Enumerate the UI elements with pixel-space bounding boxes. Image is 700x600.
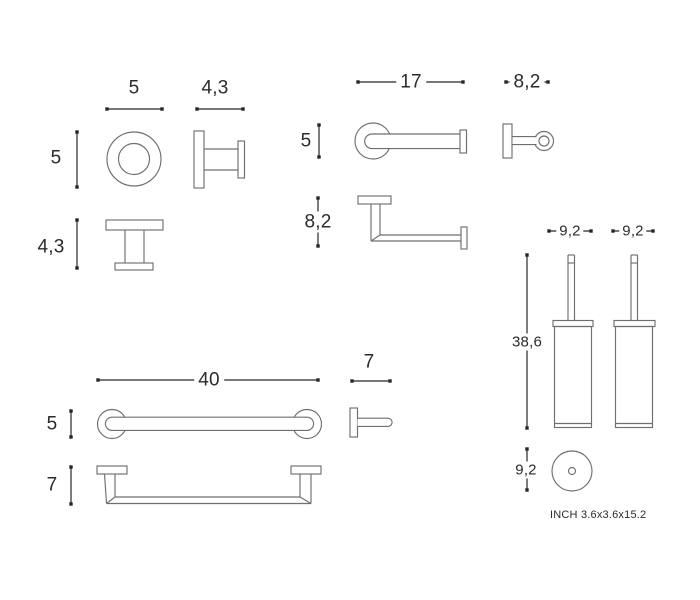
towel-bar-side-view — [349, 407, 393, 438]
paper-holder-top-view — [357, 195, 468, 250]
towel-bar-top-view — [96, 465, 322, 505]
dim-label-hook-depth: 4,3 — [197, 77, 233, 99]
dim-label-brush-side-width: 9,2 — [619, 222, 647, 240]
dim-label-hook-height: 5 — [46, 147, 66, 169]
brush-front-view — [552, 254, 594, 429]
dim-label-towel-height: 5 — [42, 413, 62, 435]
dim-label-paper-width: 17 — [396, 71, 426, 93]
paper-holder-front-view — [354, 122, 468, 160]
dim-label-brush-base-diameter: 9,2 — [512, 461, 540, 479]
hook-top-view — [105, 219, 164, 271]
brush-side-view — [613, 254, 656, 429]
hook-front-view — [106, 131, 162, 187]
dim-label-paper-depth: 8,2 — [509, 71, 545, 93]
paper-holder-side-view — [502, 123, 555, 159]
dim-label-towel-depth: 7 — [359, 351, 379, 373]
towel-bar-front-view — [96, 408, 323, 440]
dim-label-hook-top-depth: 4,3 — [33, 236, 69, 258]
dim-label-brush-height: 38,6 — [509, 333, 545, 351]
dim-label-brush-front-width: 9,2 — [556, 222, 584, 240]
dim-label-paper-height: 5 — [296, 130, 316, 152]
inch-size-note: INCH 3.6x3.6x15.2 — [550, 509, 647, 521]
brush-top-view — [551, 450, 593, 492]
dim-label-towel-width: 40 — [194, 369, 224, 391]
dim-label-towel-top-depth: 7 — [42, 474, 62, 496]
dim-label-hook-width: 5 — [124, 77, 144, 99]
hook-side-view — [193, 130, 246, 189]
dim-label-paper-top-depth: 8,2 — [300, 211, 336, 233]
